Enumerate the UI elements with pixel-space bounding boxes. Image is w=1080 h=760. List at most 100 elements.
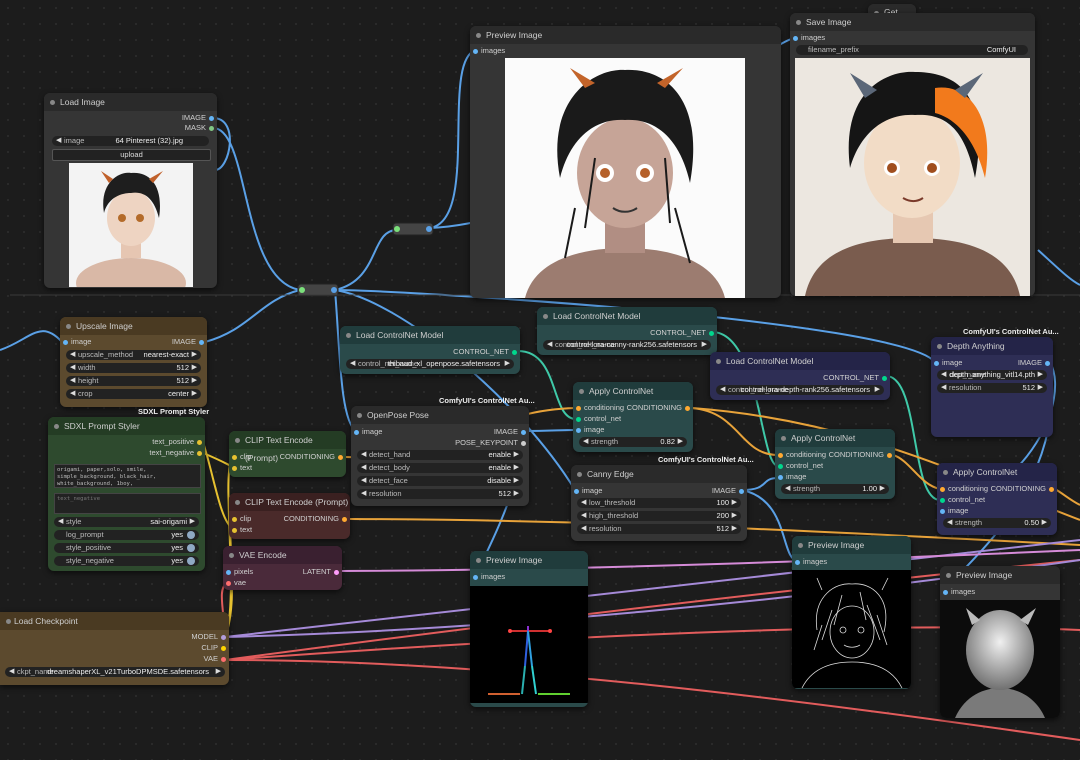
- latent-output[interactable]: LATENT: [303, 567, 340, 577]
- image-input[interactable]: image: [940, 506, 968, 516]
- conditioning-input[interactable]: conditioning: [940, 484, 988, 494]
- image-output[interactable]: IMAGE: [1018, 358, 1051, 368]
- upload-button[interactable]: upload: [52, 149, 211, 161]
- pixels-input[interactable]: pixels: [226, 567, 253, 577]
- images-input[interactable]: images: [793, 33, 825, 43]
- load-checkpoint-node[interactable]: Load Checkpoint MODEL CLIP VAE ◀ckpt_nam…: [0, 612, 229, 685]
- text-negative-output[interactable]: text_negative: [149, 448, 202, 458]
- control-net-input[interactable]: control_net: [778, 461, 823, 471]
- control-net-input[interactable]: control_net: [940, 495, 985, 505]
- apply-controlnet-node-3[interactable]: Apply ControlNet conditioning control_ne…: [937, 463, 1057, 535]
- clip-output[interactable]: CLIP: [201, 643, 226, 653]
- conditioning-input[interactable]: conditioning: [576, 403, 624, 413]
- image-input[interactable]: image: [63, 337, 91, 347]
- control-net-input[interactable]: control_net: [576, 414, 621, 424]
- preview-image-depth-node[interactable]: Preview Image images: [940, 566, 1060, 718]
- image-input[interactable]: image: [354, 427, 382, 437]
- clip-text-encode-positive-node[interactable]: CLIP Text Encode (Prompt) clip text COND…: [229, 431, 346, 477]
- arrow-left-icon[interactable]: ◀: [56, 137, 62, 144]
- depth-map-image: [955, 608, 1045, 718]
- conditioning-output[interactable]: CONDITIONING: [284, 514, 348, 524]
- positive-prompt-textarea[interactable]: origami, paper,solo, smile, simple_backg…: [54, 464, 201, 488]
- load-image-node[interactable]: Load Image IMAGE MASK ◀ image 64 Pintere…: [44, 93, 217, 288]
- conditioning-output[interactable]: CONDITIONING: [280, 452, 344, 462]
- model-output[interactable]: MODEL: [191, 632, 226, 642]
- preview-image-canny-node[interactable]: Preview Image images: [792, 536, 911, 689]
- apply-controlnet-node-1[interactable]: Apply ControlNet conditioning control_ne…: [573, 382, 693, 452]
- image-input[interactable]: image: [934, 358, 962, 368]
- node-title: Load ControlNet Model: [537, 307, 717, 325]
- conditioning-output[interactable]: CONDITIONING: [991, 484, 1055, 494]
- vae-output[interactable]: VAE: [204, 654, 227, 664]
- image-output[interactable]: IMAGE: [494, 427, 527, 437]
- image-output[interactable]: IMAGE: [182, 113, 215, 123]
- depth-badge: ComfyUI's ControlNet Au...: [963, 327, 1059, 336]
- pose-keypoint-output[interactable]: POSE_KEYPOINT: [455, 438, 526, 448]
- image-select[interactable]: ◀ image 64 Pinterest (32).jpg: [52, 136, 209, 146]
- preview-image-node-top[interactable]: Preview Image images: [470, 26, 781, 298]
- apply-controlnet-node-2[interactable]: Apply ControlNet conditioning control_ne…: [775, 429, 895, 499]
- images-input[interactable]: images: [473, 46, 505, 56]
- conditioning-output[interactable]: CONDITIONING: [829, 450, 893, 460]
- text-input[interactable]: text: [232, 463, 252, 473]
- vae-encode-node[interactable]: VAE Encode pixels vae LATENT: [223, 546, 342, 590]
- images-input[interactable]: images: [795, 557, 827, 567]
- negative-prompt-textarea[interactable]: text_negative: [54, 493, 201, 514]
- vae-input[interactable]: vae: [226, 578, 246, 588]
- image-input[interactable]: image: [574, 486, 602, 496]
- save-image-node[interactable]: Save Image images filename_prefix ComfyU…: [790, 13, 1035, 296]
- control-net-output[interactable]: CONTROL_NET: [823, 373, 887, 383]
- conditioning-input[interactable]: conditioning: [778, 450, 826, 460]
- sdxl-prompt-styler-node[interactable]: SDXL Prompt Styler text_positive text_ne…: [48, 417, 205, 571]
- node-title: Preview Image: [940, 566, 1060, 584]
- images-input[interactable]: images: [943, 587, 975, 597]
- preview-image-pose-node[interactable]: Preview Image images: [470, 551, 588, 707]
- clip-text-encode-negative-node[interactable]: CLIP Text Encode (Prompt) clip text COND…: [229, 493, 350, 539]
- control-net-output[interactable]: CONTROL_NET: [453, 347, 517, 357]
- load-controlnet-canny-node[interactable]: Load ControlNet Model CONTROL_NET ◀contr…: [537, 307, 717, 355]
- filename-prefix-field[interactable]: filename_prefix ComfyUI: [796, 45, 1028, 55]
- mask-output[interactable]: MASK: [185, 123, 215, 133]
- load-controlnet-depth-node[interactable]: Load ControlNet Model CONTROL_NET ◀contr…: [710, 352, 890, 400]
- control-net-output[interactable]: CONTROL_NET: [650, 328, 714, 338]
- text-input[interactable]: text: [232, 525, 252, 535]
- images-input[interactable]: images: [473, 572, 505, 582]
- openpose-pose-node[interactable]: OpenPose Pose image IMAGE POSE_KEYPOINT …: [351, 406, 529, 506]
- image-output[interactable]: IMAGE: [172, 337, 205, 347]
- image-input[interactable]: image: [576, 425, 604, 435]
- text-positive-output[interactable]: text_positive: [152, 437, 202, 447]
- clip-input[interactable]: clip: [232, 514, 251, 524]
- clip-input[interactable]: clip: [232, 452, 251, 462]
- image-input[interactable]: image: [778, 472, 806, 482]
- image-output[interactable]: IMAGE: [712, 486, 745, 496]
- upscale-image-node[interactable]: Upscale Image image IMAGE ◀upscale_metho…: [60, 317, 207, 407]
- load-controlnet-openpose-node[interactable]: Load ControlNet Model CONTROL_NET ◀contr…: [340, 326, 520, 374]
- conditioning-output[interactable]: CONDITIONING: [627, 403, 691, 413]
